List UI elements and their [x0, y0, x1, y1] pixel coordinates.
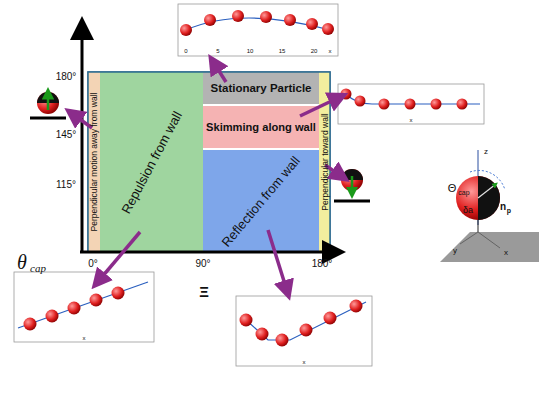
- inset-tick: 5: [216, 48, 219, 54]
- vector-label: p: [507, 207, 511, 214]
- inset-tick: 15: [279, 48, 286, 54]
- axis-label: z: [484, 147, 488, 156]
- distance-label: δa: [463, 205, 473, 215]
- axis-label: x: [504, 248, 508, 257]
- region-label: Perpendicular motion away from wall: [89, 93, 99, 232]
- inset-tick: 10: [247, 48, 254, 54]
- region-label: Stationary Particle: [211, 82, 312, 94]
- phase-region: Reflection from wall: [203, 150, 319, 252]
- axis-title: cap: [30, 262, 46, 274]
- inset-tick: 20: [311, 48, 318, 54]
- inset-tick: 0: [184, 48, 187, 54]
- inset-axis: x: [303, 359, 306, 365]
- axis-title: Ξ: [199, 283, 209, 300]
- inset-axis: x: [83, 335, 86, 341]
- region-label: Perpendicular toward wall: [320, 113, 330, 210]
- inset-axis: x: [410, 117, 413, 123]
- axis-tick: 180°: [56, 71, 77, 82]
- region-label: Reflection from wall: [219, 153, 303, 250]
- axis-tick: 90°: [195, 258, 210, 269]
- inset-axis: x: [329, 48, 332, 54]
- phase-region: Perpendicular motion away from wall: [88, 72, 100, 252]
- angle-label: cap: [458, 189, 469, 196]
- axis-title: θ: [17, 251, 27, 274]
- phase-region: Perpendicular toward wall: [319, 72, 330, 252]
- axis-tick: 145°: [56, 129, 77, 140]
- axis-tick: 180°: [312, 258, 333, 269]
- phase-region: Stationary Particle: [203, 72, 319, 104]
- angle-label: Θ: [448, 182, 457, 194]
- axis-tick: 0°: [88, 258, 98, 269]
- vector-label: n: [500, 201, 506, 212]
- region-label: Skimming along wall: [206, 121, 316, 133]
- phase-region: Repulsion from wall: [100, 72, 203, 252]
- axis-label: y: [453, 246, 457, 255]
- phase-region: Skimming along wall: [203, 106, 319, 148]
- axis-tick: 115°: [56, 179, 76, 190]
- region-label: Repulsion from wall: [118, 108, 184, 215]
